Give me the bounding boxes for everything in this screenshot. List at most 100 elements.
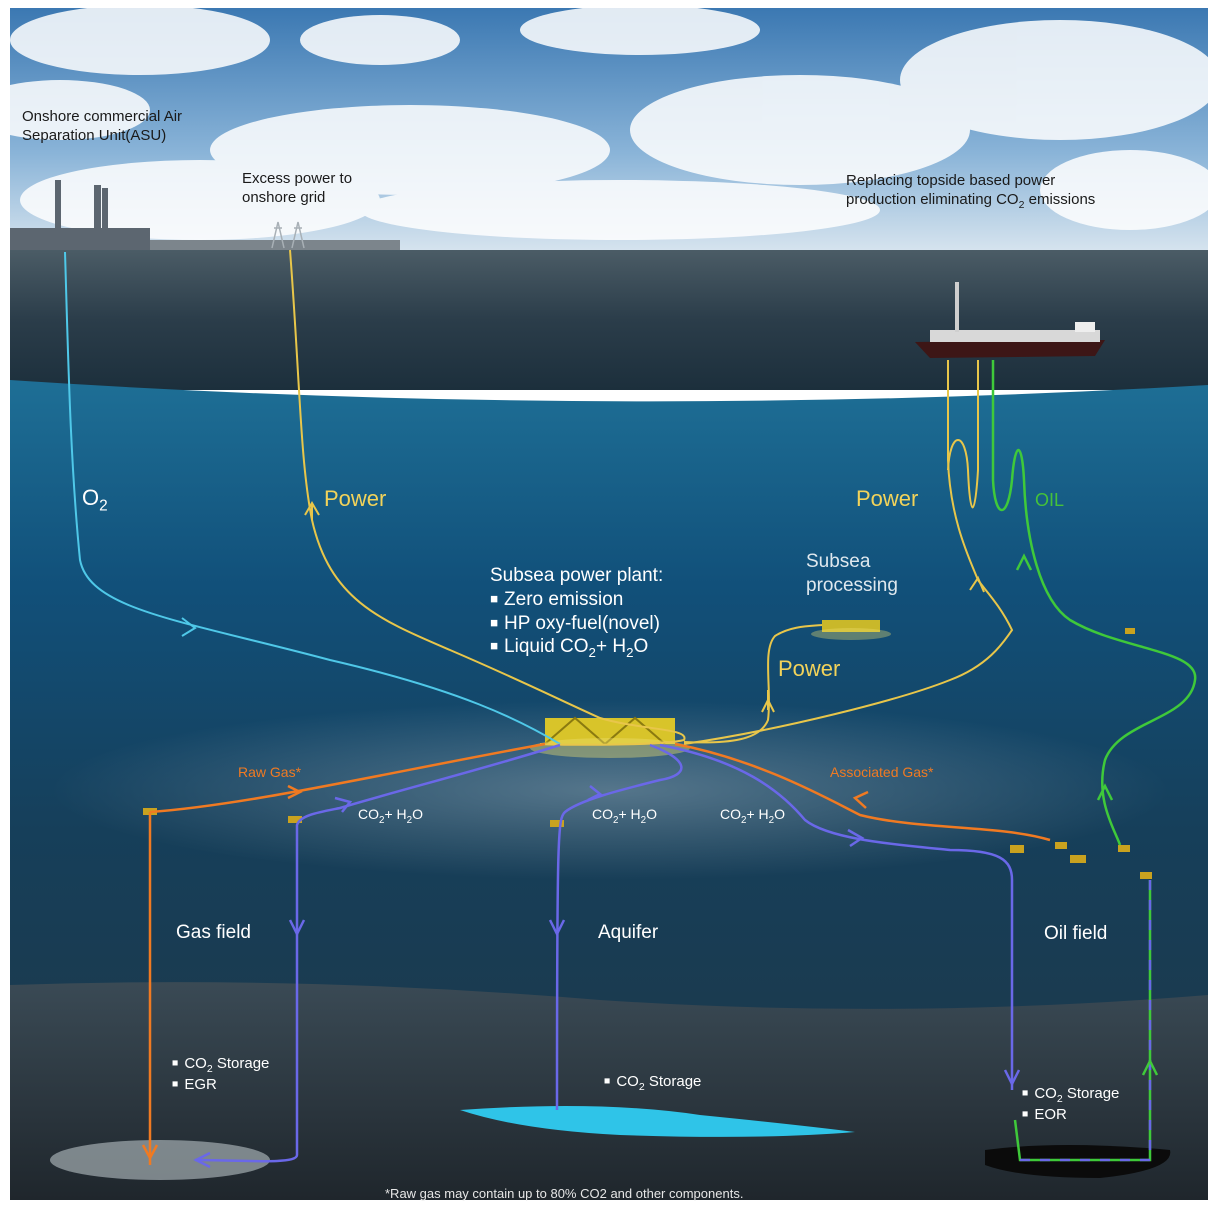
plant-title: Subsea power plant: (490, 565, 664, 586)
co2-1-a: CO (358, 806, 379, 822)
onshore-asu-plant (10, 180, 400, 250)
oil-arrow-3 (1141, 1058, 1159, 1076)
o2-sub: 2 (99, 497, 108, 515)
gas-field-label: Gas field (176, 922, 251, 943)
co2-1-c: + H (384, 806, 407, 822)
co2-arrow-aq-1 (587, 785, 603, 802)
co2-2-e: O (646, 806, 657, 822)
oil-storage-eor: EOR (1022, 1106, 1119, 1125)
power-label-mid: Power (778, 656, 841, 681)
co2-3-d: 2 (768, 814, 775, 826)
replacing-line1: Replacing topside based power (846, 172, 1056, 189)
power-label-left: Power (324, 486, 387, 511)
co2-2-c: + H (618, 806, 641, 822)
co2-2-b: 2 (613, 814, 619, 826)
power-label-right: Power (856, 486, 919, 511)
co2-arrow-oil-2 (1003, 1069, 1021, 1087)
power-lines (289, 249, 1014, 746)
oil-storage-co2: CO2 Storage (1022, 1085, 1119, 1106)
replacing-co: production eliminating CO (846, 190, 1019, 208)
oil-storage-text: Storage (1062, 1085, 1120, 1102)
replacing-line2: production eliminating CO2 emissions (846, 191, 1095, 212)
asu-label-line1: Onshore commercial Air (22, 108, 183, 125)
gas-reservoir (50, 1140, 270, 1180)
oil-storage-block: CO2 Storage EOR (1022, 1085, 1119, 1125)
power-arrow-left (304, 501, 320, 516)
plant-item-3-sub2: 2 (626, 645, 634, 661)
o2-label: O2 (82, 484, 108, 516)
oil-field-label: Oil field (1044, 923, 1108, 944)
gas-storage-block: CO2 Storage EGR (172, 1055, 269, 1095)
gas-storage-egr: EGR (172, 1076, 269, 1095)
aquifer-label: Aquifer (598, 922, 659, 943)
excess-power-label: Excess power to onshore grid (242, 170, 352, 208)
co2-arrow-oil-1 (847, 828, 865, 848)
plant-item-3-h: + H (595, 636, 627, 658)
plant-item-3-co: Liquid CO (504, 636, 589, 658)
oil-storage-sub: 2 (1056, 1093, 1063, 1105)
aquifer-reservoir (460, 1106, 855, 1137)
oil-arrow-2 (1096, 783, 1114, 801)
plant-item-1: Zero emission (490, 588, 663, 612)
co2-arrow-gas-1 (334, 796, 353, 813)
co2-2-d: 2 (640, 814, 647, 826)
subsea-processing-line1: Subsea (806, 551, 871, 572)
gas-storage-text: Storage (212, 1055, 270, 1072)
asu-label-line2: Separation Unit(ASU) (22, 126, 167, 144)
plant-item-2: HP oxy-fuel(novel) (490, 612, 663, 636)
clouds (0, 5, 1216, 240)
oil-reservoir (985, 1145, 1171, 1178)
gas-lines (148, 742, 1051, 1165)
oil-storage-co: CO (1034, 1085, 1057, 1102)
oil-arrow-1 (1015, 553, 1033, 571)
aquifer-storage-co2: CO2 Storage (604, 1073, 701, 1094)
power-pylons (271, 221, 305, 249)
o2-text: O (82, 485, 100, 510)
subsea-processing-line2: processing (806, 574, 898, 596)
co2-3-e: O (774, 806, 785, 822)
replacing-label: Replacing topside based power production… (846, 172, 1095, 212)
subsea-processing-label: Subsea processing (806, 550, 898, 598)
aquifer-storage-sub: 2 (638, 1081, 645, 1093)
fpso-ship (915, 282, 1105, 358)
replacing-tail: emissions (1024, 190, 1096, 208)
co2-arrow-gas-2 (288, 919, 306, 937)
co2-h2o-label-1: CO2+ H2O (358, 806, 423, 827)
co2-1-b: 2 (379, 814, 385, 826)
raw-gas-label: Raw Gas* (238, 764, 302, 780)
footnote: *Raw gas may contain up to 80% CO2 and o… (385, 1186, 744, 1201)
gas-storage-co2: CO2 Storage (172, 1055, 269, 1076)
aquifer-storage-text: Storage (644, 1073, 702, 1090)
raw-gas-arrow (287, 784, 303, 800)
gas-storage-sub: 2 (206, 1063, 213, 1075)
co2-2-a: CO (592, 806, 613, 822)
o2-arrow (181, 617, 197, 637)
co2-3-b: 2 (741, 814, 747, 826)
oil-line-dash (1020, 880, 1152, 1162)
co2-1-e: O (412, 806, 423, 822)
subsea-plant-block: Subsea power plant: Zero emission HP oxy… (490, 564, 663, 662)
co2-1-d: 2 (406, 814, 413, 826)
subsea-processing-unit (811, 620, 891, 640)
associated-gas-label: Associated Gas* (830, 764, 934, 780)
co2-3-a: CO (720, 806, 741, 822)
oil-label: OIL (1035, 490, 1065, 510)
aquifer-storage-block: CO2 Storage (604, 1073, 701, 1094)
sea-surface (10, 250, 1208, 390)
excess-power-line1: Excess power to (242, 170, 353, 187)
plant-item-3-o: O (633, 636, 649, 658)
gas-storage-co: CO (184, 1055, 207, 1072)
power-arrow-mid (761, 697, 775, 713)
co2-3-c: + H (746, 806, 769, 822)
plant-item-3-sub1: 2 (588, 645, 596, 661)
gas-bottom-arrow (141, 1144, 159, 1161)
power-arrow-right (969, 575, 985, 593)
co2-lines (194, 743, 1014, 1163)
assoc-gas-arrow (852, 790, 869, 809)
aquifer-storage-co: CO (616, 1073, 639, 1090)
co2-h2o-label-3: CO2+ H2O (720, 806, 785, 827)
co2-arrow-aq-2 (548, 919, 566, 937)
excess-power-line2: onshore grid (242, 188, 326, 206)
